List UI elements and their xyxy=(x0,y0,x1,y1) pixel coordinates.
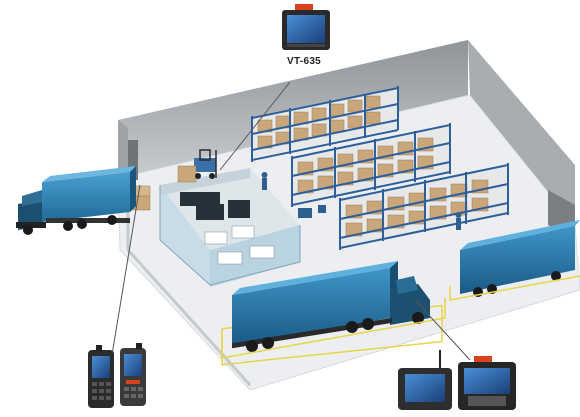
rugged-tablet-icon xyxy=(398,350,452,410)
truck-icon xyxy=(221,261,446,366)
handheld-terminal-icon xyxy=(120,343,146,406)
vt635-label: VT-635 xyxy=(287,56,322,67)
truck-icon xyxy=(449,220,580,301)
storage-rack-2 xyxy=(291,123,451,207)
rugged-tablet-icon xyxy=(458,356,516,410)
forklift-icon xyxy=(177,149,217,183)
storage-rack-1 xyxy=(251,86,399,162)
left-wall xyxy=(118,120,128,182)
truck-icon xyxy=(16,166,136,235)
vehicle-mount-terminal-icon xyxy=(282,4,330,50)
handheld-terminal-icon xyxy=(88,345,114,408)
storage-rack-3 xyxy=(339,163,509,250)
right-wall xyxy=(468,40,575,225)
connector-lines xyxy=(111,81,471,361)
worker-figures xyxy=(261,172,462,230)
